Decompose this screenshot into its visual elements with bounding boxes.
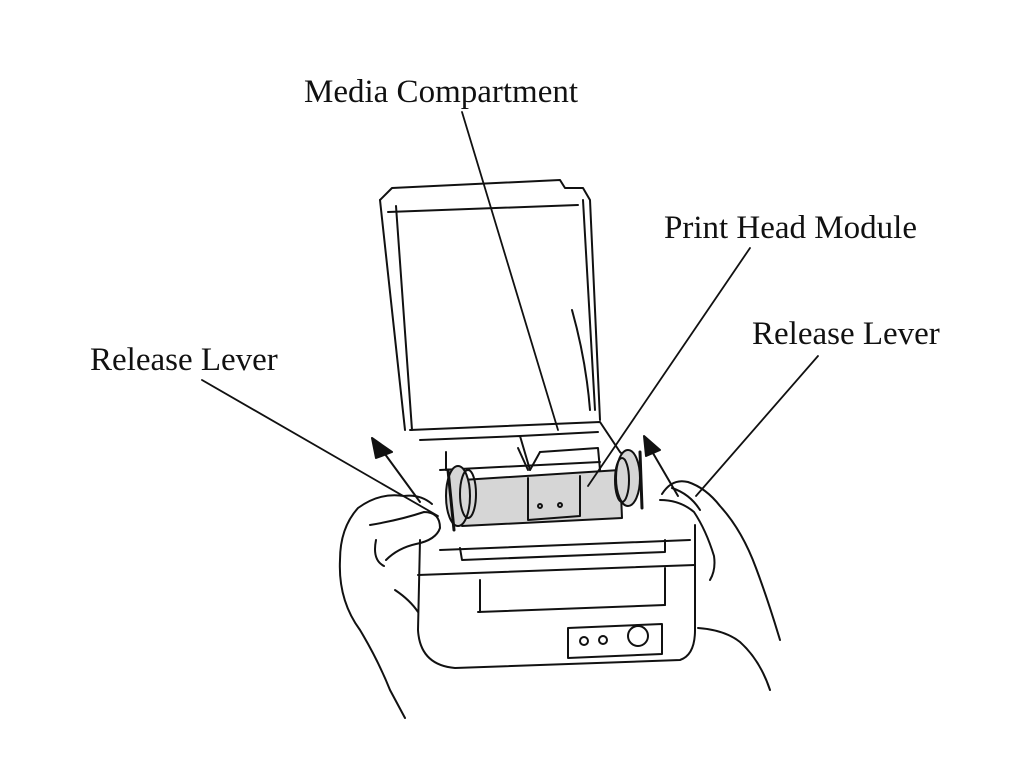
- leader-lines: [201, 111, 819, 517]
- left-hand: [338, 494, 441, 719]
- leader-release-lever-right: [695, 355, 819, 497]
- release-lever-right-label: Release Lever: [752, 316, 940, 352]
- leader-print-head-module: [587, 247, 751, 487]
- right-hand: [659, 480, 781, 691]
- printer-lid: [379, 179, 601, 431]
- media-compartment-interior: [409, 421, 641, 471]
- indicator-led-2: [598, 635, 608, 645]
- control-panel: [567, 623, 663, 659]
- printer-base: [417, 524, 696, 669]
- left-arrow-icon: [371, 437, 421, 503]
- print-head-module-label: Print Head Module: [664, 210, 917, 246]
- media-compartment-label: Media Compartment: [304, 74, 579, 110]
- right-arrow-icon: [643, 435, 679, 497]
- leader-release-lever-left: [201, 379, 439, 517]
- leader-media-compartment: [461, 111, 559, 431]
- media-roll: [445, 449, 644, 532]
- power-button-icon: [627, 625, 649, 647]
- release-lever-left-label: Release Lever: [90, 342, 278, 378]
- indicator-led-1: [579, 636, 589, 646]
